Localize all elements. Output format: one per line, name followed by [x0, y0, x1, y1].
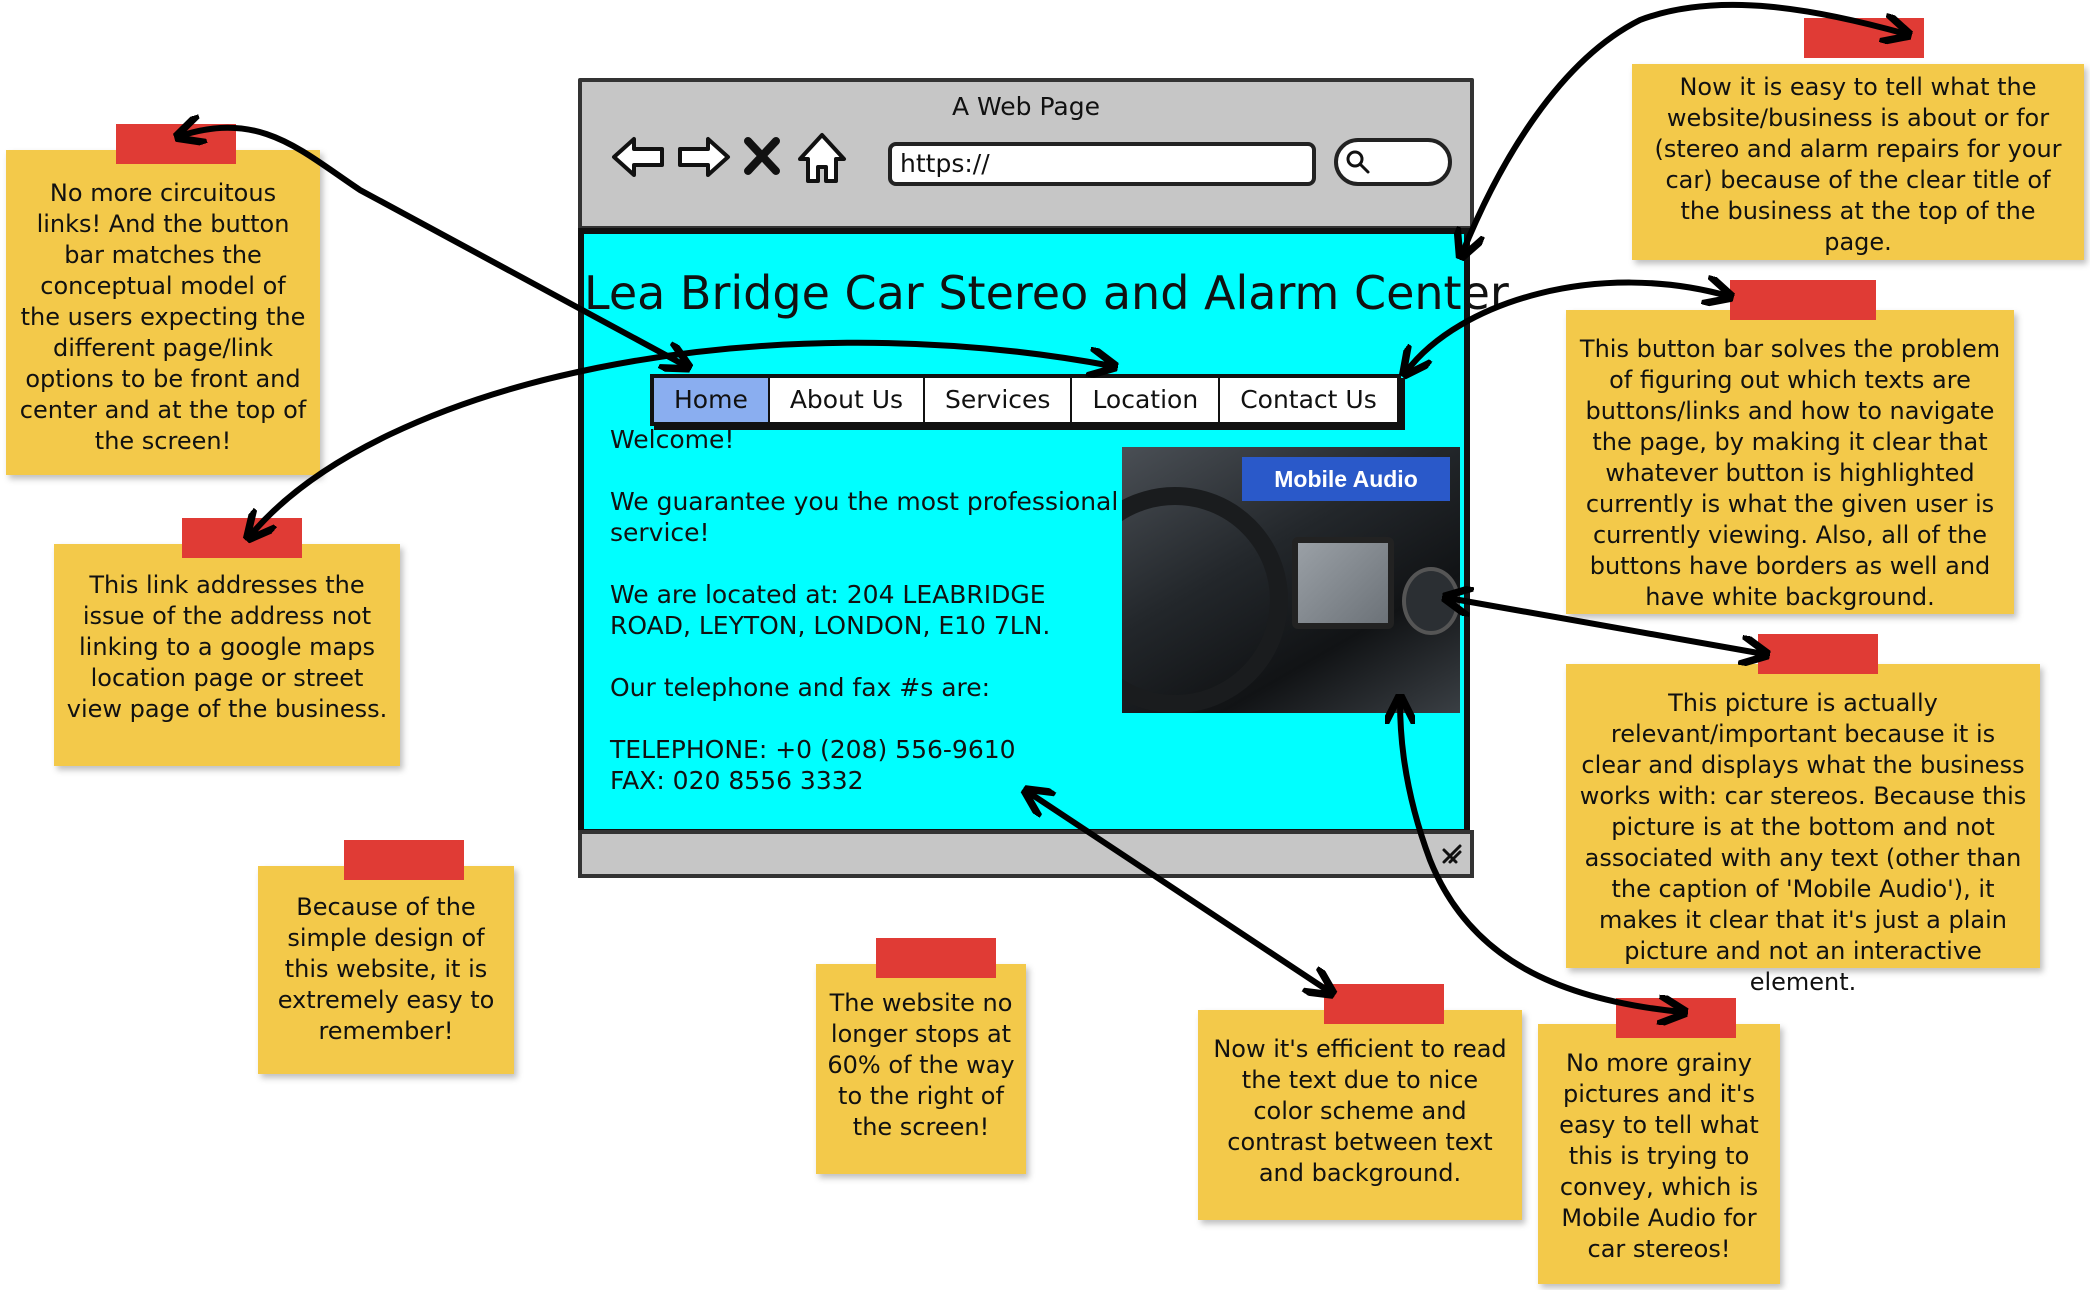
window-title: A Web Page	[951, 92, 1101, 121]
nav-button-services[interactable]: Services	[925, 378, 1073, 422]
note-text: This picture is actually relevant/import…	[1579, 689, 2027, 996]
note-text: No more grainy pictures and it's easy to…	[1559, 1049, 1759, 1263]
note-text: Now it's efficient to read the text due …	[1213, 1035, 1507, 1187]
note-text: Now it is easy to tell what the website/…	[1654, 73, 2062, 256]
browser-chrome: A Web Page https://	[578, 78, 1474, 230]
tape	[1758, 634, 1878, 674]
tape	[1730, 280, 1876, 320]
note-no-60-percent: The website no longer stops at 60% of th…	[816, 938, 1026, 1174]
note-text: This link addresses the issue of the add…	[66, 571, 388, 723]
tape	[344, 840, 464, 880]
phone-intro-text: Our telephone and fax #s are:	[610, 673, 991, 702]
note-button-bar: This button bar solves the problem of fi…	[1566, 280, 2014, 614]
tape	[1324, 984, 1444, 1024]
note-clear-title: Now it is easy to tell what the website/…	[1632, 18, 2084, 260]
guarantee-text: We guarantee you the most professional s…	[610, 487, 1119, 547]
stereo-screen-shape	[1292, 537, 1394, 629]
forward-arrow-icon[interactable]	[674, 127, 734, 187]
page-content: Welcome! We guarantee you the most profe…	[610, 424, 1130, 796]
tape	[182, 518, 302, 558]
telephone-text: TELEPHONE: +0 (208) 556-9610	[610, 735, 1016, 764]
note-circuitous-links: No more circuitous links! And the button…	[6, 124, 320, 475]
note-efficient-reading: Now it's efficient to read the text due …	[1198, 984, 1522, 1220]
note-text: Because of the simple design of this web…	[277, 893, 495, 1045]
nav-button-location[interactable]: Location	[1072, 378, 1221, 422]
nav-button-contact-us[interactable]: Contact Us	[1220, 378, 1397, 422]
tape	[116, 124, 236, 164]
air-vent-shape	[1402, 567, 1460, 635]
note-no-grainy-pictures: No more grainy pictures and it's easy to…	[1538, 998, 1780, 1284]
steering-wheel-shape	[1122, 487, 1288, 713]
resize-grip-icon[interactable]	[1440, 842, 1464, 866]
note-text: No more circuitous links! And the button…	[19, 179, 307, 455]
nav-button-about-us[interactable]: About Us	[769, 378, 926, 422]
note-relevant-picture: This picture is actually relevant/import…	[1566, 634, 2040, 996]
browser-window: A Web Page https:// Lea Bridge Car Stere…	[578, 78, 1509, 878]
close-x-icon[interactable]	[740, 127, 784, 187]
note-simple-design: Because of the simple design of this web…	[258, 840, 514, 1074]
page-viewport: Lea Bridge Car Stereo and Alarm Center H…	[578, 228, 1509, 835]
search-icon	[1346, 150, 1370, 174]
welcome-text: Welcome!	[610, 425, 735, 454]
site-title: Lea Bridge Car Stereo and Alarm Center	[584, 266, 1509, 320]
browser-footer	[578, 830, 1474, 878]
home-icon[interactable]	[792, 127, 852, 187]
back-arrow-icon[interactable]	[608, 127, 668, 187]
nav-button-home[interactable]: Home	[654, 378, 770, 422]
fax-text: FAX: 020 8556 3332	[610, 766, 864, 795]
tape	[1616, 998, 1736, 1038]
tape	[876, 938, 996, 978]
url-input[interactable]: https://	[888, 142, 1316, 186]
tape	[1804, 18, 1924, 58]
button-bar: Home About Us Services Location Contact …	[650, 374, 1401, 426]
note-text: This button bar solves the problem of fi…	[1579, 335, 2001, 611]
note-address-link: This link addresses the issue of the add…	[54, 518, 400, 766]
note-text: The website no longer stops at 60% of th…	[827, 989, 1015, 1141]
search-box[interactable]	[1334, 138, 1452, 186]
address-link[interactable]: We are located at: 204 LEABRIDGE ROAD, L…	[610, 580, 1051, 640]
image-caption: Mobile Audio	[1242, 457, 1450, 501]
car-stereo-photo: Mobile Audio	[1122, 447, 1460, 713]
